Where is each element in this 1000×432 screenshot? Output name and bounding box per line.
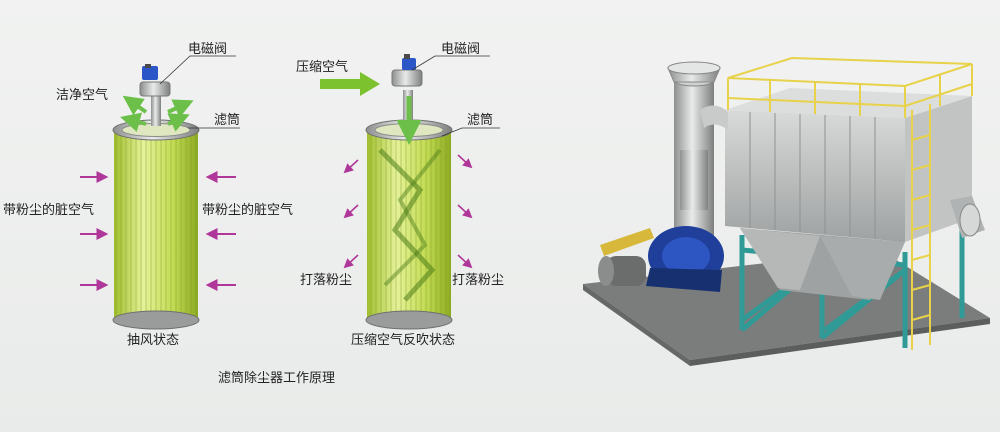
dirty-air-inflow-arrows [80, 171, 236, 291]
left-caption: 抽风状态 [127, 333, 180, 348]
dust-left-label: 打落粉尘 [300, 273, 353, 288]
dust-right-label: 打落粉尘 [452, 273, 505, 288]
middle-filter-label: 滤筒 [467, 113, 494, 128]
compressed-air-label: 压缩空气 [296, 60, 349, 75]
dirty-air-left-label: 带粉尘的脏空气 [3, 203, 95, 218]
left-leader-lines [159, 55, 240, 129]
left-filter-cartridge [112, 119, 200, 330]
left-filter-label: 滤筒 [214, 113, 241, 128]
middle-filter-cartridge [365, 119, 453, 330]
compressed-air-arrow [320, 72, 422, 145]
clean-air-arrows [120, 95, 194, 132]
dirty-air-right-label: 带粉尘的脏空气 [202, 203, 294, 218]
middle-valve-label: 电磁阀 [441, 42, 481, 57]
dust-collector-3d-illustration [583, 56, 990, 366]
dust-falling-arrows [343, 154, 473, 269]
left-solenoid-valve-icon [139, 64, 171, 126]
clean-air-label: 洁净空气 [56, 88, 109, 103]
middle-caption: 压缩空气反吹状态 [351, 333, 456, 348]
figure-caption: 滤筒除尘器工作原理 [218, 371, 336, 386]
middle-leader-lines [411, 55, 500, 137]
left-valve-label: 电磁阀 [188, 42, 228, 57]
